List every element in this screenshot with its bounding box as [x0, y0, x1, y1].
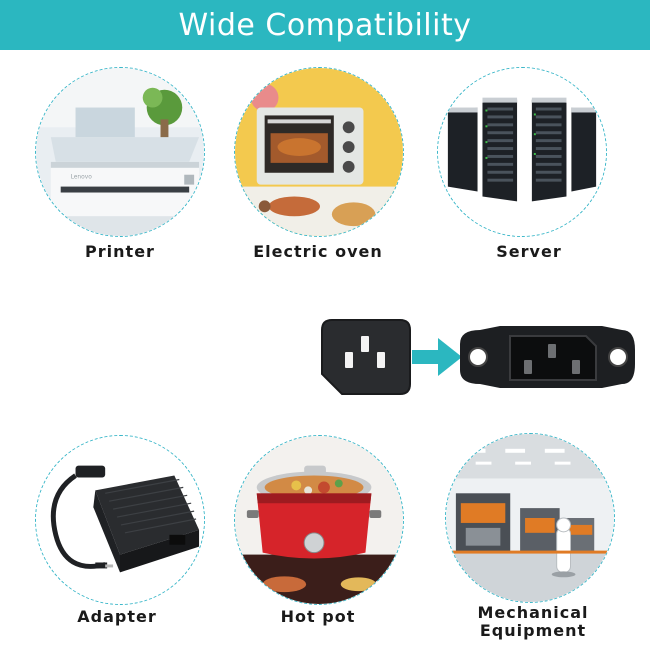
c14-socket-image: [460, 326, 635, 388]
adapter-image: [35, 435, 205, 605]
c13-plug-image: [321, 319, 411, 395]
item-label-server: Server: [496, 242, 562, 261]
printer-image: Lenovo: [35, 67, 205, 237]
item-label-hot-pot: Hot pot: [280, 607, 356, 626]
mechanical-equipment-image: [445, 433, 615, 603]
item-label-mechanical-equipment: Mechanical Equipment: [477, 603, 589, 640]
svg-text:Lenovo: Lenovo: [71, 175, 93, 181]
header-banner: Wide Compatibility: [0, 0, 650, 50]
arrow-right-icon: [412, 338, 462, 376]
page-title: Wide Compatibility: [178, 7, 472, 43]
connector-illustration: [310, 312, 635, 402]
item-label-printer: Printer: [85, 242, 155, 261]
electric-oven-image: [234, 67, 404, 237]
server-image: [437, 67, 607, 237]
item-label-electric-oven: Electric oven: [253, 242, 383, 261]
hot-pot-image: [234, 435, 404, 605]
item-label-adapter: Adapter: [77, 607, 157, 626]
